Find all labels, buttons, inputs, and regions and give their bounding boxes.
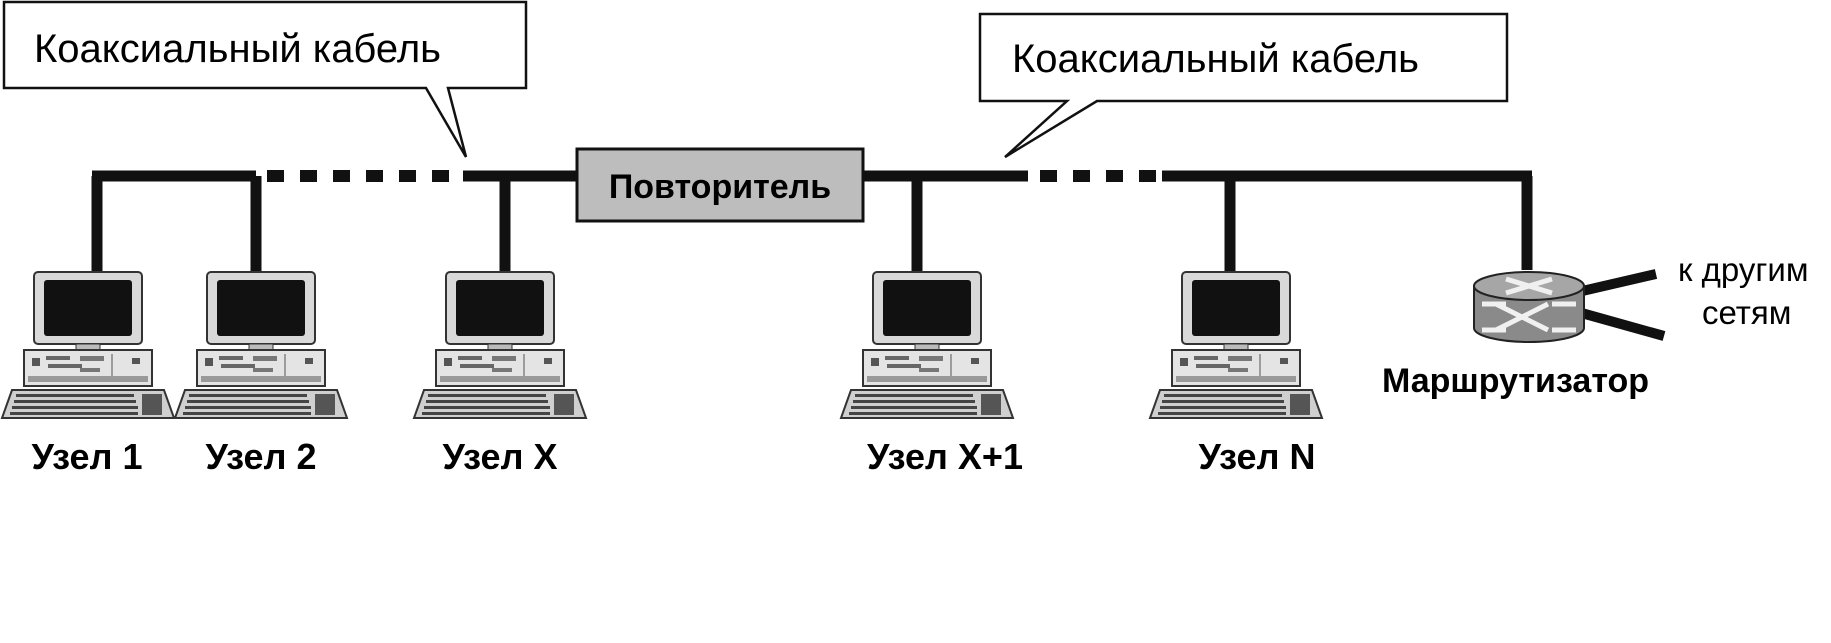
router-uplinks (1576, 269, 1666, 341)
drop-cables (91, 176, 1533, 272)
node-label-2: Узел 2 (206, 436, 317, 477)
pc-node-1 (1, 271, 175, 419)
network-text-line1: к другим (1678, 251, 1809, 288)
cable-gap-dashes-left (267, 170, 449, 182)
pc-node-x (413, 271, 587, 419)
callout-right: Коаксиальный кабель (978, 12, 1509, 159)
node-label-n: Узел N (1199, 436, 1316, 477)
repeater: Повторитель (575, 147, 865, 223)
pc-node-n (1149, 271, 1323, 419)
node-label-x-plus-1: Узел X+1 (867, 436, 1023, 477)
router-icon (1473, 271, 1585, 343)
pc-node-2 (174, 271, 348, 419)
cable-gap-dashes-right (1040, 170, 1156, 182)
node-label-1: Узел 1 (32, 436, 143, 477)
coaxial-cable-right (861, 170, 1532, 182)
repeater-label: Повторитель (609, 168, 831, 206)
node-label-x: Узел X (443, 436, 558, 477)
callout-left: Коаксиальный кабель (2, 0, 528, 158)
callout-right-text: Коаксиальный кабель (1012, 37, 1419, 81)
callout-left-text: Коаксиальный кабель (34, 27, 441, 71)
router-label: Маршрутизатор (1382, 362, 1649, 400)
repeater-box (575, 147, 865, 223)
router: к другим сетям Маршрутизатор (1382, 251, 1809, 400)
pc-node-x-plus-1 (840, 271, 1014, 419)
coaxial-cable-left (92, 170, 578, 182)
network-text-line2: сетям (1702, 294, 1791, 331)
